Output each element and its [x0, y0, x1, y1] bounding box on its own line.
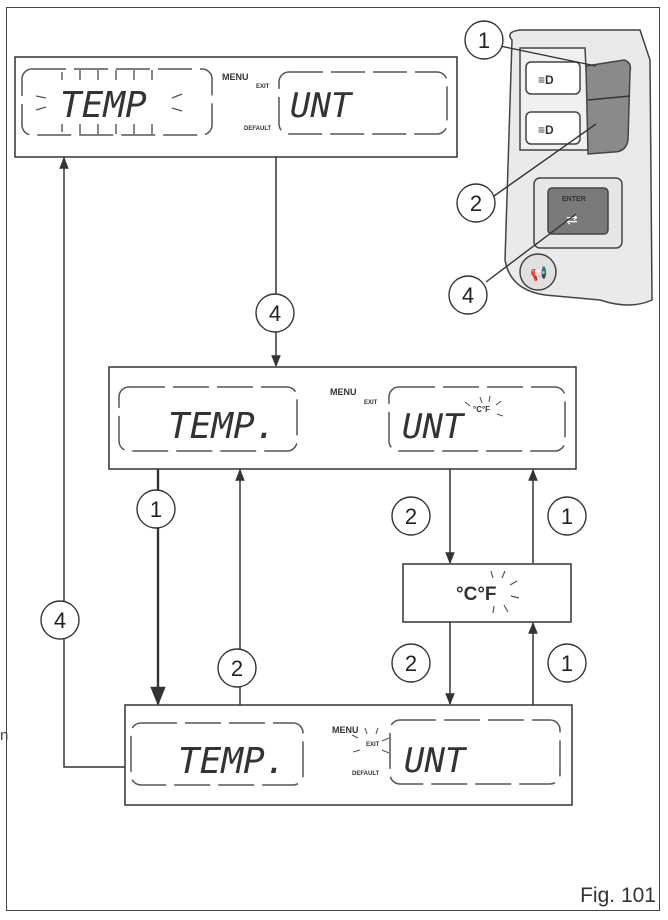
callout-left4	[40, 600, 80, 640]
top-exit-label: EXIT	[256, 84, 270, 90]
callout-c4	[448, 275, 488, 315]
enter-button	[547, 187, 609, 235]
callout-top4-label: 4	[269, 301, 281, 326]
lower-button-label: ≡D	[538, 123, 554, 137]
bottom-default-label: DEFAULT	[352, 771, 380, 777]
switch-button-upper	[525, 61, 581, 95]
callout-mid2r	[391, 496, 431, 536]
middle-blink-unit: °C°F	[473, 405, 490, 414]
callout-mid1	[136, 489, 176, 529]
callout-low2r	[391, 643, 431, 683]
middle-exit-label: EXIT	[364, 400, 378, 406]
arrow-bottom-to-top	[59, 156, 125, 768]
callout-mid1r	[547, 496, 587, 536]
callout-c2	[456, 183, 496, 223]
unit-select-text: °C°F	[456, 584, 497, 605]
callout-circles	[40, 293, 587, 688]
enter-label: ENTER	[562, 196, 586, 203]
figure-frame	[6, 7, 660, 911]
callout-low2-label: 2	[231, 656, 243, 681]
middle-right-word: UNT	[402, 407, 466, 447]
bottom-right-word: UNT	[404, 741, 468, 781]
top-left-word: TEMP	[60, 85, 147, 126]
middle-menu-label: MENU	[330, 387, 357, 397]
top-default-label: DEFAULT	[244, 126, 272, 132]
switch-button-lower	[525, 111, 581, 145]
blink-rays-icon	[35, 70, 183, 134]
top-menu-label: MENU	[222, 72, 249, 82]
callout-c1-label: 1	[478, 28, 490, 53]
callout-mid1r-label: 1	[561, 504, 573, 529]
middle-left-word: TEMP.	[168, 406, 276, 447]
callout-c2-label: 2	[470, 191, 482, 216]
blink-rays-icon	[351, 727, 390, 754]
callout-low2r-label: 2	[405, 651, 417, 676]
callout-c1	[464, 20, 504, 60]
callout-mid2r-label: 2	[405, 504, 417, 529]
top-display-panel: TEMP MENU EXIT DEFAULT UNT	[14, 56, 458, 158]
horn-icon: 📢	[530, 265, 547, 282]
handlebar-switch-illustration: ≡D ≡D ENTER ⇄ 📢	[504, 29, 653, 306]
figure-caption: Fig. 101	[580, 884, 656, 907]
enter-arrows-icon: ⇄	[566, 211, 578, 227]
callout-mid1-label: 1	[150, 497, 162, 522]
bottom-menu-label: MENU	[332, 725, 359, 735]
bottom-display-panel: TEMP. MENU EXIT DEFAULT UNT	[124, 704, 573, 806]
bottom-exit-blink: EXIT	[366, 742, 380, 748]
callout-left4-label: 4	[54, 608, 66, 633]
upper-button-label: ≡D	[538, 73, 554, 87]
top-right-word: UNT	[290, 86, 354, 126]
unit-select-panel: °C°F	[402, 563, 572, 623]
callout-low1r	[547, 643, 587, 683]
blink-rays-icon	[490, 570, 520, 614]
handlebar-leader-lines	[485, 45, 597, 283]
horn-button	[519, 253, 557, 291]
rocker-button	[585, 59, 632, 155]
callout-top4	[255, 293, 295, 333]
callout-low2	[217, 648, 257, 688]
callout-low1r-label: 1	[561, 651, 573, 676]
callout-c4-label: 4	[462, 283, 474, 308]
edge-text-fragment: n	[0, 727, 9, 744]
blink-rays-icon	[464, 395, 504, 417]
middle-display-panel: TEMP. MENU EXIT UNT °C°F	[108, 366, 577, 470]
bottom-left-word: TEMP.	[178, 741, 286, 782]
